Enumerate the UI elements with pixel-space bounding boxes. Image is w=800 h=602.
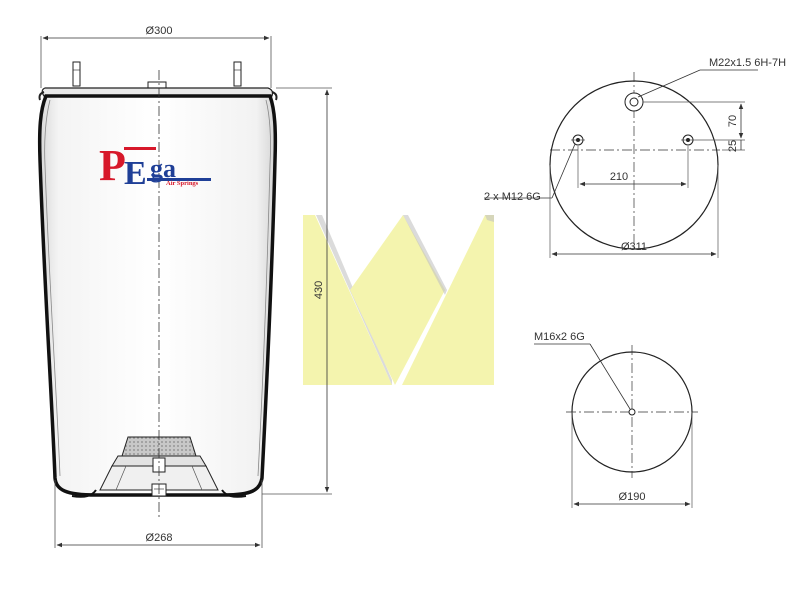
logo-subtitle: Air Springs bbox=[166, 180, 199, 187]
watermark-logo bbox=[303, 215, 494, 385]
bottom-thread-label: M16x2 6G bbox=[534, 331, 585, 343]
logo-letter-e: E bbox=[124, 155, 147, 192]
bottom-plate-view: M16x2 6G Ø190 bbox=[534, 331, 698, 508]
stud-spacing-label: 210 bbox=[610, 171, 628, 183]
top-plate-diameter-label: Ø311 bbox=[621, 241, 647, 253]
leader-line bbox=[637, 69, 701, 98]
bottom-diameter-label: Ø268 bbox=[146, 532, 173, 544]
air-spring-side-view: Ø300 430 Ø bbox=[37, 25, 332, 548]
logo-letter-p: P bbox=[99, 141, 126, 190]
stud-thread-label: 2 x M12 6G bbox=[484, 191, 541, 203]
rubber-bellow bbox=[37, 94, 278, 497]
offset-small-label: 25 bbox=[727, 140, 739, 152]
top-diameter-label: Ø300 bbox=[146, 25, 173, 37]
center-thread-label: M22x1.5 6H-7H bbox=[709, 57, 786, 69]
pega-logo: P E ga Air Springs bbox=[99, 141, 211, 192]
leader-line bbox=[589, 343, 631, 410]
stud bbox=[233, 61, 242, 87]
leader-line bbox=[551, 143, 576, 199]
top-plate-view: M22x1.5 6H-7H 2 x M12 6G 70 25 210 Ø311 bbox=[484, 57, 786, 258]
top-bead-plate bbox=[41, 87, 274, 97]
offset-vertical-label: 70 bbox=[727, 115, 739, 127]
bottom-plate-diameter-label: Ø190 bbox=[619, 491, 646, 503]
bottom-stud-hole bbox=[628, 408, 636, 416]
height-label: 430 bbox=[313, 281, 325, 299]
stud bbox=[72, 61, 81, 87]
